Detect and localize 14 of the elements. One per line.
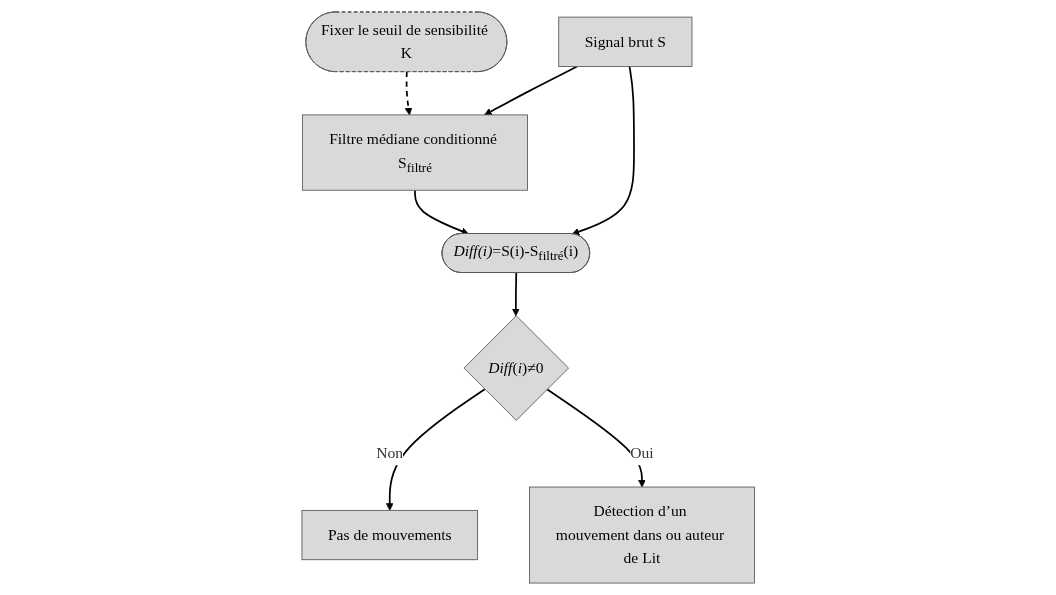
edge-label: Oui: [630, 444, 654, 462]
node-box: Filtre médiane conditionné S$_{filtré}$: [301, 114, 528, 191]
arrow: [545, 388, 646, 488]
node-box: Pas de mouvements: [301, 509, 478, 561]
arrow: [385, 388, 486, 511]
node-box: Détection d’un mouvement dans ou auteur de Lit: [528, 486, 755, 584]
arrow: [511, 272, 520, 317]
node-diamond: Diff(i)≠0: [463, 315, 569, 421]
edge-label: Non: [376, 444, 403, 462]
node-box: Signal brut S: [558, 16, 693, 67]
arrow: [413, 189, 469, 235]
arrow: [404, 71, 413, 116]
arrow: [484, 65, 578, 116]
arrow: [571, 65, 635, 236]
